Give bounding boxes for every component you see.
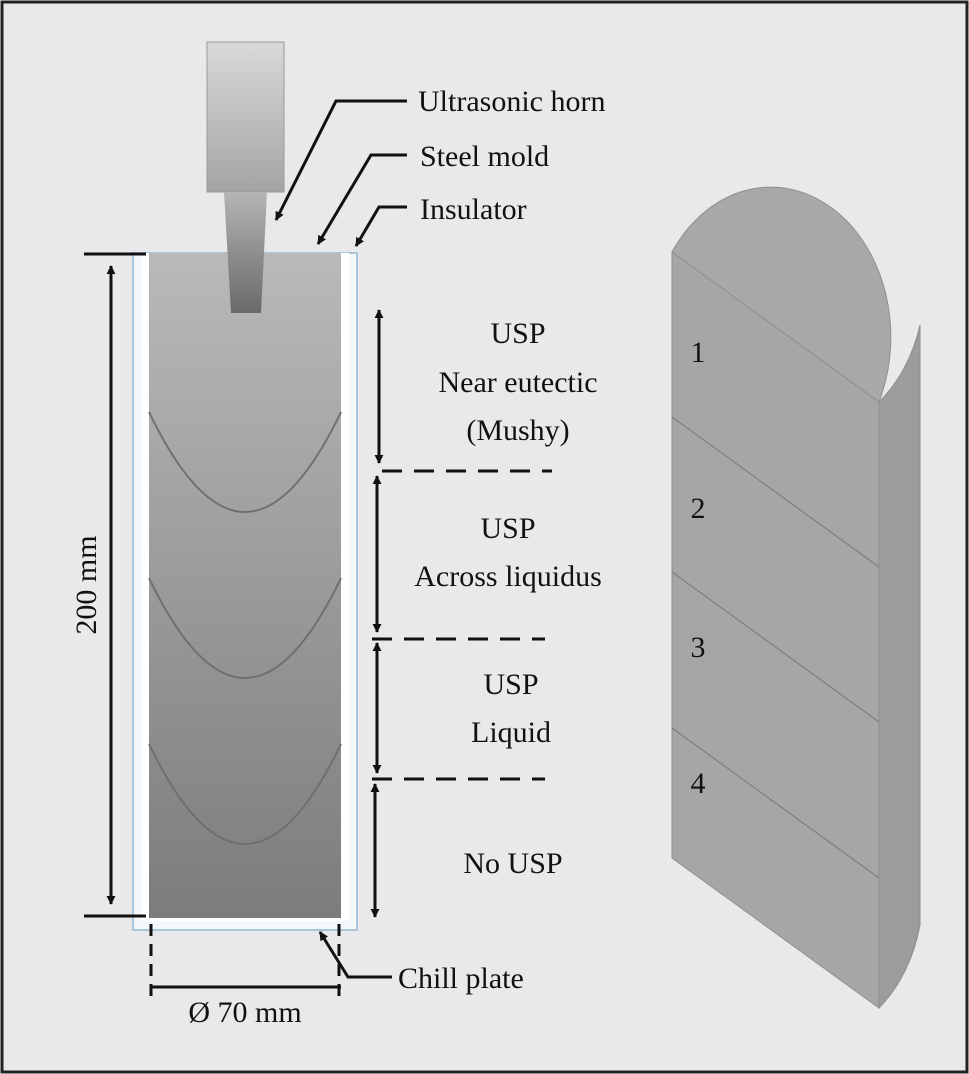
- insulator-leader: [354, 205, 407, 247]
- zone-labels: USP Near eutectic (Mushy) USP Across liq…: [414, 317, 602, 880]
- zone-3-line-2: Liquid: [471, 716, 551, 749]
- zone-1-line-1: USP: [490, 317, 545, 350]
- front-2: [148, 577, 342, 679]
- horn-tip: [224, 192, 267, 313]
- cylinder-curved-face: [878, 324, 921, 1010]
- mold-label: Steel mold: [420, 140, 549, 173]
- melt-column: [149, 253, 341, 918]
- zone-4-line-1: No USP: [463, 847, 562, 880]
- section-lines: [671, 416, 880, 879]
- front-3: [148, 743, 342, 845]
- zone-markers: [370, 309, 552, 918]
- section-4-label: 4: [691, 767, 706, 800]
- horn-label: Ultrasonic horn: [418, 85, 605, 118]
- section-1-label: 1: [691, 336, 706, 369]
- zone-1-line-2: Near eutectic: [438, 366, 597, 399]
- section-2-label: 2: [691, 492, 706, 525]
- mold-assembly: [132, 41, 358, 931]
- height-dimension: [84, 252, 146, 918]
- zone-3-line-1: USP: [483, 668, 538, 701]
- leader-lines: [274, 99, 407, 979]
- horn-body: [206, 41, 285, 193]
- horn-leader: [274, 99, 407, 221]
- cylinder-cut-face: [671, 251, 880, 1009]
- half-cylinder: 1 2 3 4: [671, 186, 921, 1010]
- zone-2-line-1: USP: [480, 512, 535, 545]
- height-label: 200 mm: [70, 535, 103, 634]
- insulator-label: Insulator: [420, 193, 527, 226]
- section-3-label: 3: [691, 631, 706, 664]
- front-1: [148, 411, 342, 513]
- chill-plate-leader: [318, 931, 392, 979]
- diameter-label: Ø 70 mm: [188, 996, 301, 1029]
- zone-1-line-3: (Mushy): [466, 414, 569, 447]
- zone-2-line-2: Across liquidus: [414, 560, 602, 593]
- solidification-fronts: [148, 411, 342, 845]
- diameter-dimension: [149, 924, 341, 997]
- cylinder-top-face: [671, 186, 892, 403]
- mold-leader: [316, 153, 407, 245]
- chill-plate-label: Chill plate: [398, 962, 524, 995]
